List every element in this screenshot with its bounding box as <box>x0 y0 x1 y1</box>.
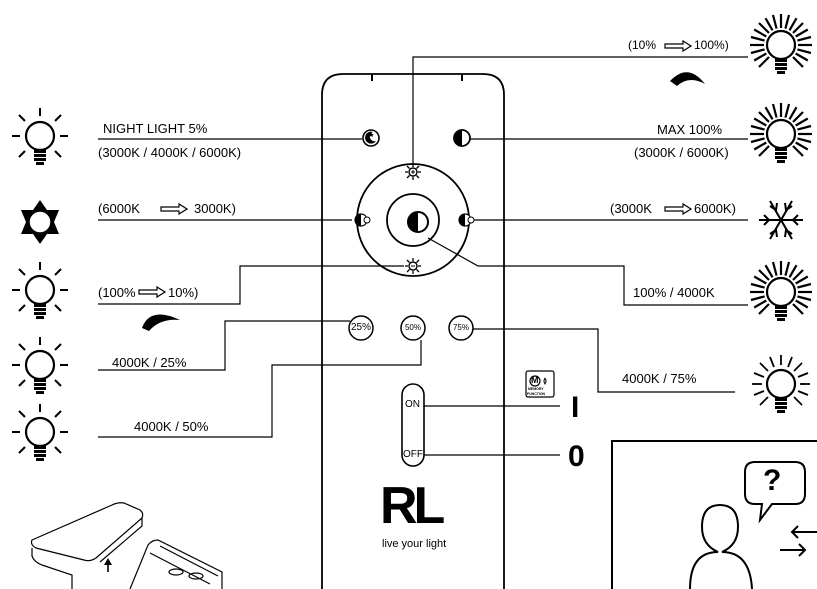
preset-50-button-label[interactable]: 50% <box>404 323 421 332</box>
brightness-up-icon[interactable] <box>405 164 421 180</box>
max-cct-label: (3000K / 6000K) <box>634 145 729 160</box>
warm-shift-label: (6000K <box>98 201 140 216</box>
cool-shift-label: (3000K <box>610 201 652 216</box>
bulb-50-icon <box>11 403 69 463</box>
preset-50-label: 4000K / 50% <box>134 419 209 434</box>
memory-text: MEMORY <box>528 387 544 391</box>
off-button-label[interactable]: OFF <box>403 449 423 460</box>
night-light-label: NIGHT LIGHT 5% <box>103 121 208 136</box>
memory-function-badge <box>525 370 555 398</box>
brighten-arc-icon <box>670 72 705 86</box>
sun-warm-icon <box>21 200 59 244</box>
bulb-bright-icon <box>748 12 814 76</box>
dim-arc-icon <box>142 314 180 331</box>
bright-up-to-label: 100%) <box>694 38 729 52</box>
bulb-night-light-icon <box>11 107 69 167</box>
bulb-max-icon <box>748 101 814 165</box>
arrow-icon <box>138 39 693 299</box>
preset-75-button[interactable] <box>448 315 474 341</box>
bulb-75-icon <box>752 355 810 415</box>
preset-75-button-label[interactable]: 75% <box>452 323 469 332</box>
preset-25-button-label[interactable]: 25% <box>350 322 371 333</box>
memory-letter: M <box>531 375 539 385</box>
preset-25-button[interactable] <box>348 315 374 341</box>
preset-75-label: 4000K / 75% <box>622 371 697 386</box>
battery-compartment-illustration <box>30 502 223 589</box>
cool-shift-icon[interactable] <box>458 213 475 227</box>
center-default-label: 100% / 4000K <box>633 285 715 300</box>
power-on-symbol: I <box>571 391 580 424</box>
night-light-icon[interactable] <box>362 129 380 147</box>
center-halfmoon-icon <box>407 211 429 233</box>
remote-control <box>321 73 505 589</box>
brand-logo: RL <box>380 477 445 535</box>
snowflake-icon <box>759 200 803 240</box>
center-button[interactable] <box>386 193 440 247</box>
warm-shift-to-label: 3000K) <box>194 201 236 216</box>
max-label: MAX 100% <box>657 122 723 137</box>
bulb-center-icon <box>748 259 814 323</box>
cool-shift-to-label: 6000K) <box>694 201 736 216</box>
dim-down-to-label: 10%) <box>168 285 199 300</box>
bulb-dim-icon <box>11 261 69 321</box>
max-brightness-icon[interactable] <box>453 129 471 147</box>
connector-lines <box>98 56 748 456</box>
bulb-25-icon <box>11 336 69 396</box>
question-mark-icon: ? <box>763 464 782 497</box>
brand-tagline: live your light <box>382 538 447 550</box>
on-off-switch[interactable] <box>401 383 425 467</box>
night-light-cct-label: (3000K / 4000K / 6000K) <box>98 145 242 160</box>
bright-up-label: (10% <box>628 38 657 52</box>
function-text: FUNCTION <box>527 392 546 396</box>
help-panel <box>611 440 817 589</box>
power-off-symbol: 0 <box>568 440 585 473</box>
preset-25-label: 4000K / 25% <box>112 355 187 370</box>
brightness-down-icon[interactable] <box>405 258 421 274</box>
preset-50-button[interactable] <box>400 315 426 341</box>
on-button-label[interactable]: ON <box>405 399 420 410</box>
warm-shift-icon[interactable] <box>354 213 371 227</box>
dim-down-label: (100% <box>98 285 136 300</box>
